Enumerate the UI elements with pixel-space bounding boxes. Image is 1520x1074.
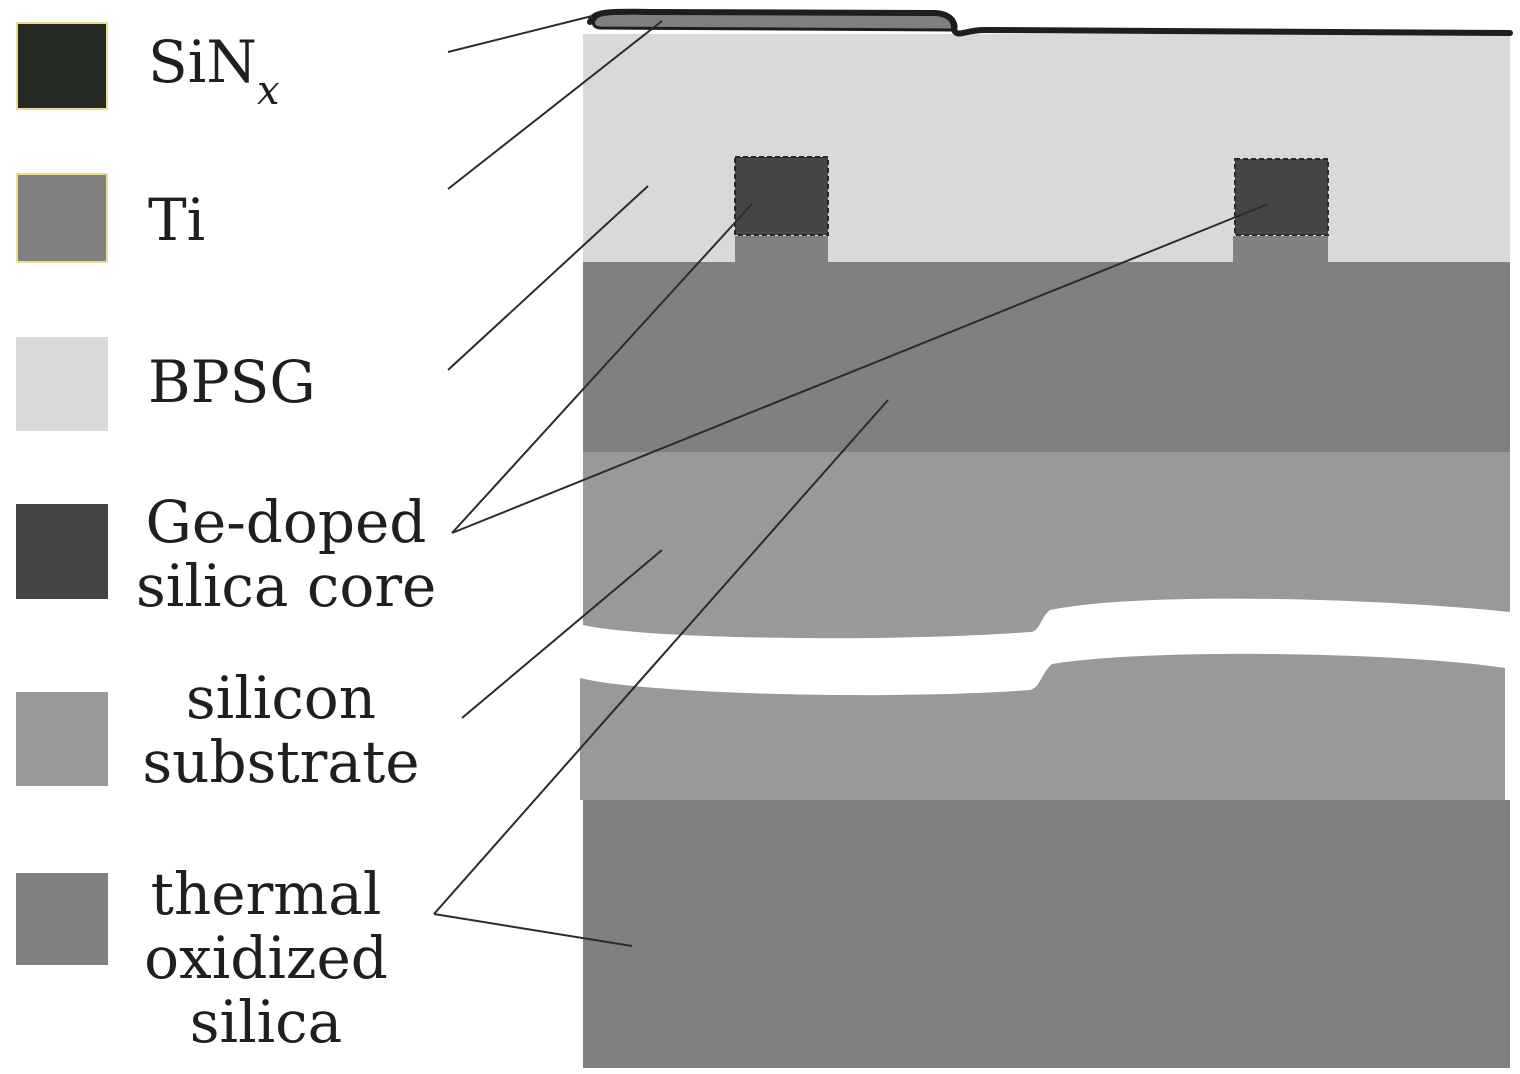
legend-label-ti: Ti xyxy=(148,186,206,254)
legend-label-thermal-line3: silica xyxy=(189,988,343,1056)
leader-thermal-bottom xyxy=(433,913,633,947)
leader-core-right xyxy=(451,203,1269,534)
leader-core-left xyxy=(451,203,753,534)
legend-label-thermal: thermal oxidized silica xyxy=(136,862,396,1054)
legend-label-sinx-sub: x xyxy=(257,68,280,114)
legend-swatch-ti xyxy=(16,173,108,263)
legend-label-substrate-line1: silicon xyxy=(185,664,377,732)
ti-pedestal-left xyxy=(735,236,828,264)
core-left xyxy=(734,156,829,236)
legend-label-thermal-line1: thermal xyxy=(150,860,382,928)
leader-thermal-top xyxy=(433,399,889,915)
thermal-oxide-top-layer xyxy=(583,262,1510,454)
legend-label-core: Ge-doped silica core xyxy=(136,490,436,618)
legend-swatch-substrate xyxy=(16,692,108,786)
ti-pedestal-right xyxy=(1233,236,1328,264)
legend-label-thermal-line2: oxidized xyxy=(144,924,388,992)
leader-bpsg xyxy=(447,185,649,371)
bpsg-layer xyxy=(583,34,1510,264)
thermal-oxide-bottom-layer xyxy=(583,800,1510,1068)
legend-label-substrate-line2: substrate xyxy=(142,728,420,796)
silicon-substrate-lower xyxy=(580,653,1505,800)
legend-swatch-bpsg xyxy=(16,337,108,431)
legend-label-core-line1: Ge-doped xyxy=(145,488,427,556)
legend-label-substrate: silicon substrate xyxy=(136,666,426,794)
legend-swatch-sinx xyxy=(16,22,108,110)
legend-label-sinx-base: SiN xyxy=(148,28,258,96)
silicon-substrate-upper xyxy=(583,452,1510,639)
core-right xyxy=(1234,158,1329,236)
leader-lines xyxy=(433,15,1269,947)
legend-label-core-line2: silica core xyxy=(136,552,437,620)
leader-sinx xyxy=(447,15,593,53)
leader-substrate xyxy=(461,549,663,719)
leader-ti xyxy=(447,20,663,190)
legend-label-bpsg: BPSG xyxy=(148,348,316,416)
legend-label-sinx: SiNx xyxy=(148,28,280,114)
legend-swatch-thermal xyxy=(16,873,108,965)
sinx-film xyxy=(587,8,1513,37)
legend-swatch-core xyxy=(16,504,108,599)
